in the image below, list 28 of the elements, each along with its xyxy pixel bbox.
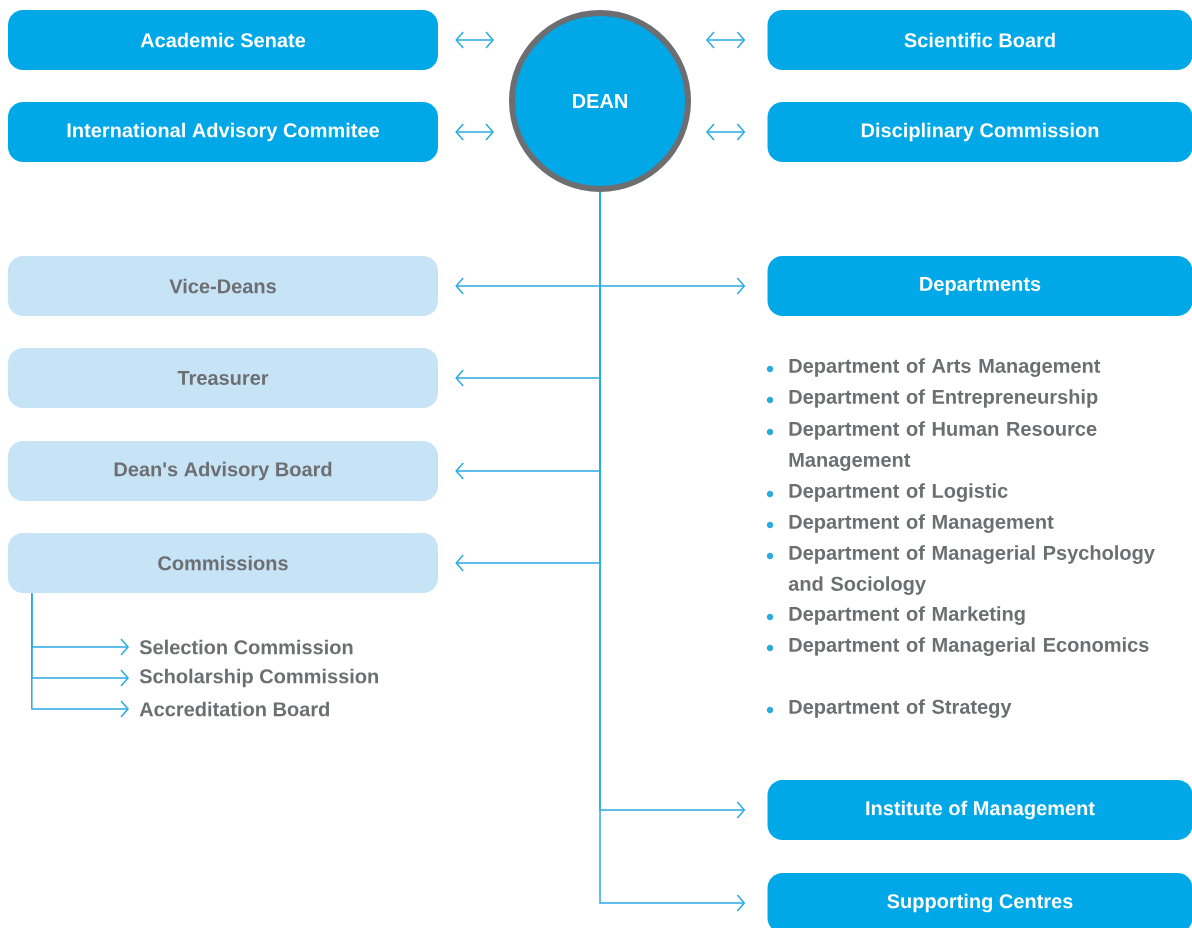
arrow <box>31 592 129 718</box>
office-box: Vice-Deans <box>8 256 438 316</box>
list-item: Department of Logistic <box>789 483 1008 502</box>
list-item: Department of Arts Management <box>789 358 1101 377</box>
unit-box: International Advisory Commitee <box>8 102 438 162</box>
commission-label: Accreditation Board <box>139 701 329 717</box>
list-item: Department of Entrepreneurship <box>789 389 1098 408</box>
unit-box: Institute of Management <box>767 780 1192 840</box>
commission-label: Scholarship Commission <box>139 668 378 688</box>
unit-box: Academic Senate <box>8 10 438 70</box>
arrow <box>706 123 746 141</box>
office-box: Treasurer <box>8 348 438 408</box>
arrow <box>455 31 494 49</box>
unit-box: Disciplinary Commission <box>767 102 1192 162</box>
unit-box: Supporting Centres <box>767 873 1192 928</box>
office-box: Commissions <box>8 533 438 593</box>
list-item: Department of Managerial Economics <box>789 637 1149 656</box>
commission-label: Selection Commission <box>139 639 353 655</box>
list-item: Department of Marketing <box>789 606 1025 625</box>
list-item: Department of Managerial Psychology and Sociology <box>788 545 1155 595</box>
unit-box: Departments <box>767 256 1192 316</box>
arrow <box>455 123 494 141</box>
office-box: Dean's Advisory Board <box>8 441 438 501</box>
list-item: Department of Strategy <box>789 699 1012 718</box>
arrow <box>706 31 746 49</box>
list-item: Department of Management <box>789 514 1054 533</box>
list-item: Department of Human Resource Management <box>789 421 1097 471</box>
unit-box: Scientific Board <box>767 10 1192 70</box>
